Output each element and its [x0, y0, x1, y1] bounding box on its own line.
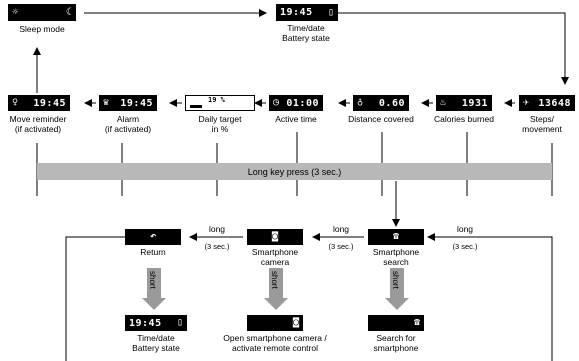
phone-search-icon: ☎ [413, 317, 420, 328]
long-sec-label-3: (3 sec.) [452, 242, 478, 251]
return-label: Return [140, 247, 166, 257]
move-value: 19:45 [33, 97, 66, 109]
target-display: 19 % [185, 95, 255, 111]
sleep-mode-label: Sleep mode [19, 24, 65, 34]
alarm-value: 19:45 [120, 97, 153, 109]
flame-icon: ♨ [440, 97, 447, 108]
long-press-label: Long key press (3 sec.) [247, 167, 342, 177]
alarm-bell-icon: ♛ [103, 97, 110, 108]
bottom-search-display: ☎ [368, 315, 424, 331]
long-label-1: long [332, 224, 350, 234]
clock-value: 19:45 [280, 7, 313, 18]
search-display: ☎ [368, 229, 424, 245]
calories-value: 1931 [461, 97, 488, 109]
move-display: ♀ 19:45 [8, 95, 70, 111]
active-value: 01:00 [286, 97, 319, 109]
alarm-label: Alarm(if activated) [104, 114, 152, 134]
bottom-camera-label: Open smartphone camera /activate remote … [223, 333, 327, 353]
steps-display: ✈ 13648 [519, 95, 575, 111]
distance-value: 0.60 [378, 97, 405, 109]
battery-icon: ▯ [176, 317, 183, 328]
camera-icon: ◙ [292, 317, 299, 328]
phone-search-icon: ☎ [392, 231, 400, 242]
distance-display: ♁ 0.60 [353, 95, 409, 111]
return-icon: ↶ [149, 231, 157, 242]
calories-label: Calories burned [433, 114, 494, 124]
long-label-2: long [208, 224, 226, 234]
left-loop-line [65, 236, 125, 361]
active-label: Active time [275, 114, 317, 124]
long-sec-label-1: (3 sec.) [328, 242, 354, 251]
long-sec-label-2: (3 sec.) [204, 242, 230, 251]
location-pin-icon: ♁ [357, 97, 364, 108]
return-display: ↶ [125, 229, 181, 245]
progress-bar-icon [190, 105, 202, 108]
battery-icon: ▯ [327, 6, 334, 18]
stopwatch-icon: ◷ [273, 97, 280, 108]
camera-icon: ◙ [271, 231, 279, 242]
bottom-camera-display: ◙ [247, 315, 303, 331]
move-label: Move reminder(if activated) [9, 114, 67, 134]
distance-label: Distance covered [348, 114, 414, 124]
active-display: ◷ 01:00 [269, 95, 323, 111]
alarm-display: ♛ 19:45 [99, 95, 157, 111]
calories-display: ♨ 1931 [436, 95, 492, 111]
long-press-bar [37, 163, 552, 180]
steps-label: Steps/movement [522, 114, 562, 134]
target-value: 19 % [208, 96, 225, 104]
long-label-3: long [456, 224, 474, 234]
arrow-timedate-to-steps [338, 12, 569, 85]
steps-value: 13648 [538, 97, 571, 109]
sun-icon: ☼ [12, 6, 19, 18]
camera-display: ◙ [247, 229, 303, 245]
sleep-mode-display: ☼ ☾ [8, 4, 76, 21]
timedate-display: 19:45 ▯ [276, 4, 338, 21]
bottom-timedate-display: 19:45 ▯ [125, 315, 187, 331]
arrow-loop-to-search [427, 233, 553, 361]
moon-icon: ☾ [65, 6, 72, 18]
walker-icon: ♀ [12, 97, 19, 108]
running-person-icon: ✈ [523, 97, 530, 108]
